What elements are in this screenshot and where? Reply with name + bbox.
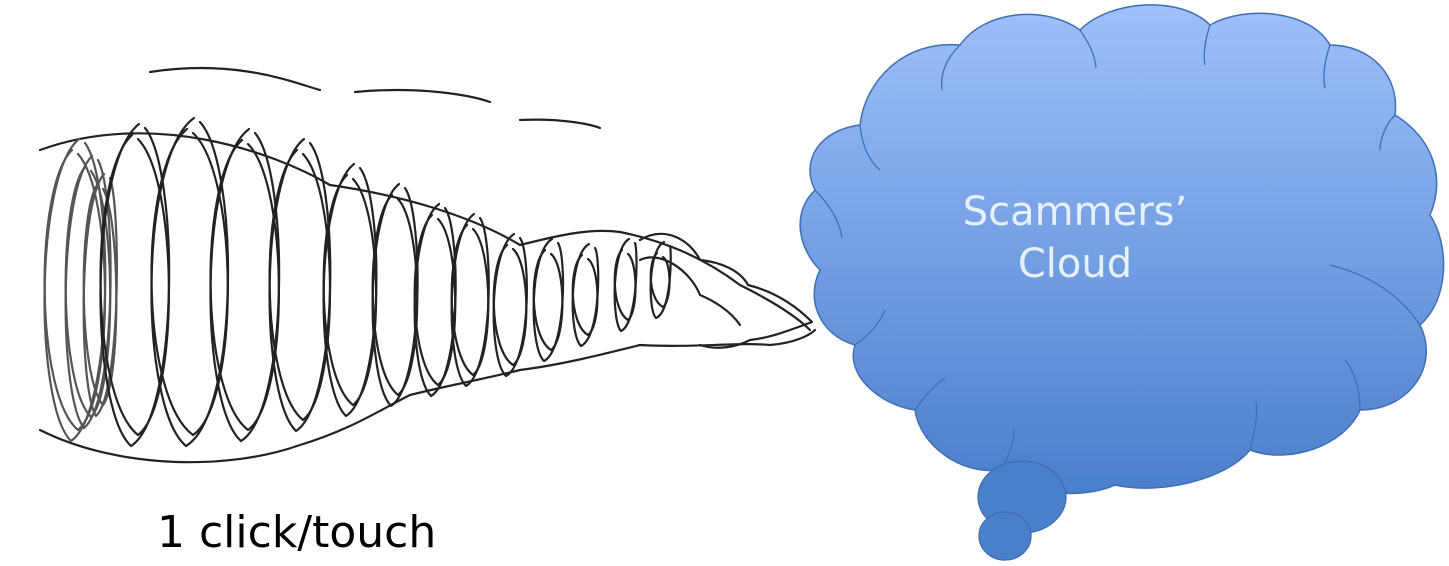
tornado-wisp <box>355 90 490 102</box>
tornado-ring <box>573 244 599 346</box>
tornado-tail <box>640 234 812 348</box>
tornado-ring <box>494 234 527 376</box>
tornado-wisp <box>520 120 600 128</box>
cloud-label: Scammers’ Cloud <box>960 186 1190 290</box>
tornado-ring <box>452 214 489 386</box>
tornado-ring <box>45 139 106 441</box>
caption-text: 1 click/touch <box>157 505 436 561</box>
thought-bubble-small <box>979 512 1031 560</box>
tornado-sketch <box>40 68 815 462</box>
tornado-ring <box>534 239 563 361</box>
tornado-rings <box>45 118 671 446</box>
tornado-wisp <box>150 68 320 90</box>
tornado-outline-top <box>40 133 810 330</box>
tornado-ring <box>151 118 228 446</box>
tornado-ring <box>324 164 377 416</box>
tornado-ring <box>373 184 418 406</box>
cloud-label-line1: Scammers’ <box>960 186 1190 238</box>
cloud-label-line2: Cloud <box>960 238 1190 290</box>
tornado-ring <box>415 204 456 396</box>
